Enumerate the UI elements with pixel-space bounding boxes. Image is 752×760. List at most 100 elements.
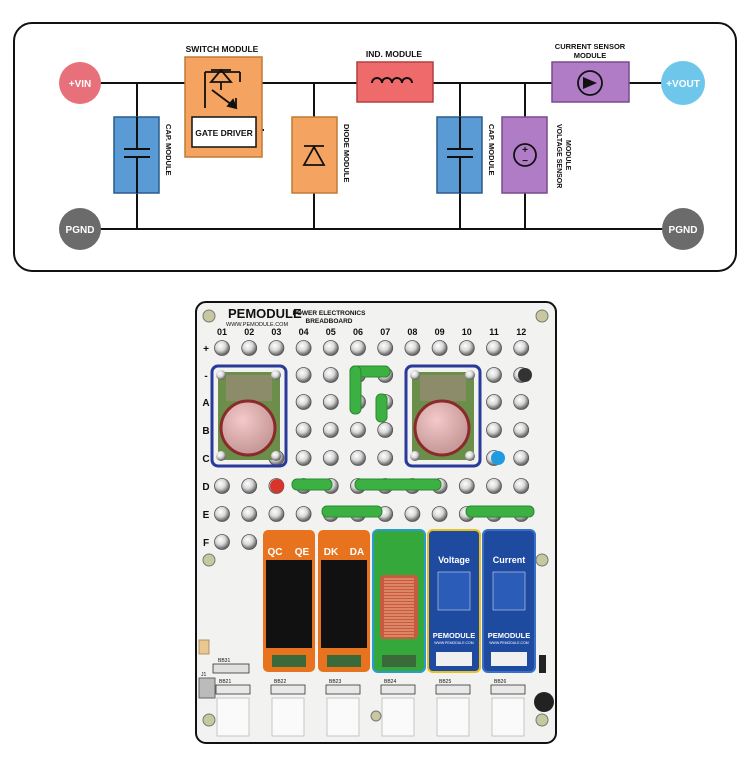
pin-10-0[interactable] (458, 340, 475, 356)
current-sensor-brand: PEMODULE (488, 631, 531, 640)
pin-05-1[interactable] (322, 367, 339, 383)
connector-socket-BB23 (326, 697, 360, 737)
pin-12-0[interactable] (513, 340, 530, 356)
pgnd-left-terminal (59, 208, 101, 250)
voltage-sensor-label-2: MODULE (564, 140, 571, 171)
gate-driver-label: GATE DRIVER (195, 128, 252, 138)
pin-02-6[interactable] (241, 506, 258, 522)
row-label-7: F (203, 538, 209, 549)
current-sensor-title-1: CURRENT SENSOR (555, 42, 626, 51)
pin-02-7[interactable] (241, 534, 258, 550)
switch-symbol (204, 68, 241, 110)
voltage-plus: + (522, 145, 528, 156)
pin-grid (214, 340, 530, 550)
pin-09-6[interactable] (431, 506, 448, 522)
jumper-5 (321, 505, 383, 518)
column-label-07: 07 (380, 327, 390, 337)
board-title-1: POWER ELECTRONICS (293, 310, 367, 317)
column-label-09: 09 (435, 327, 445, 337)
pin-04-4[interactable] (295, 450, 312, 466)
pin-11-5[interactable] (486, 478, 502, 494)
pin-05-4[interactable] (322, 450, 339, 466)
pin-08-0[interactable] (404, 340, 421, 356)
aux-connector: BB31 J1 (198, 639, 250, 699)
diode-module-label: DIODE MODULE (342, 124, 351, 182)
board-brand: PEMODULE (228, 306, 302, 321)
pin-11-1[interactable] (486, 367, 502, 383)
jumper-6 (465, 505, 535, 518)
pin-12-4[interactable] (513, 450, 530, 466)
pin-01-5[interactable] (214, 478, 230, 494)
connector-BB25[interactable] (435, 684, 471, 695)
column-label-05: 05 (326, 327, 336, 337)
voltage-sensor-web: WWW.PEMODULE.COM (434, 641, 474, 645)
pin-05-2[interactable] (322, 394, 339, 410)
jumper-4 (354, 478, 442, 491)
pin-06-4[interactable] (350, 450, 366, 466)
pin-03-0[interactable] (268, 340, 285, 356)
pin-11-2[interactable] (486, 394, 502, 410)
pin-06-0[interactable] (350, 340, 366, 356)
pin-01-0[interactable] (214, 340, 230, 356)
pin-07-3[interactable] (377, 422, 394, 438)
aux-connector-label: BB31 (218, 658, 230, 664)
pin-05-3[interactable] (322, 422, 339, 438)
pin-12-3[interactable] (513, 422, 530, 438)
pin-12-2[interactable] (513, 394, 530, 410)
connector-socket-BB22 (271, 697, 305, 737)
row-label-6: E (203, 510, 210, 521)
voltage-source-symbol (513, 143, 537, 167)
connector-BB22[interactable] (270, 684, 306, 695)
pin-04-0[interactable] (295, 340, 312, 356)
pin-09-0[interactable] (431, 340, 448, 356)
connector-socket-BB25 (436, 697, 470, 737)
pin-11-3[interactable] (486, 422, 502, 438)
column-label-03: 03 (271, 327, 281, 337)
gate-driver-box (191, 116, 257, 148)
pin-06-3[interactable] (350, 422, 366, 438)
inductor-module-title: IND. MODULE (366, 49, 423, 59)
pgnd-right-terminal (662, 208, 704, 250)
column-label-01: 01 (217, 327, 227, 337)
voltage-minus: − (522, 156, 528, 167)
cap-module-right-board (404, 364, 482, 468)
connector-BB26[interactable] (490, 684, 526, 695)
connector-BB23[interactable] (325, 684, 361, 695)
pin-02-0[interactable] (241, 340, 258, 356)
vout-label: +VOUT (666, 79, 700, 90)
row-label-2: A (202, 398, 209, 409)
voltage-sensor-brand: PEMODULE (433, 631, 476, 640)
pin-07-4[interactable] (377, 450, 394, 466)
inductor-coil (384, 578, 414, 637)
connector-label-BB23: BB23 (329, 679, 341, 685)
pin-03-6[interactable] (268, 506, 285, 522)
pin-04-6[interactable] (295, 506, 312, 522)
vin-label: +VIN (69, 79, 92, 90)
pin-08-6[interactable] (404, 506, 421, 522)
pin-11-0[interactable] (486, 340, 502, 356)
column-label-10: 10 (462, 327, 472, 337)
mounting-screws (202, 309, 549, 727)
pin-01-7[interactable] (214, 534, 230, 550)
connector-BB24[interactable] (380, 684, 416, 695)
pin-05-0[interactable] (322, 340, 339, 356)
pin-04-1[interactable] (295, 367, 312, 383)
current-sensor-web: WWW.PEMODULE.COM (489, 641, 529, 645)
pin-04-2[interactable] (295, 394, 312, 410)
pin-01-6[interactable] (214, 506, 230, 522)
pin-02-5[interactable] (241, 478, 258, 494)
cap-module-left-label: CAP. MODULE (164, 124, 173, 176)
row-label-3: B (202, 426, 209, 437)
pin-12-5[interactable] (513, 478, 530, 494)
voltage-label: Voltage (438, 555, 470, 565)
connector-label-BB22: BB22 (274, 679, 286, 685)
pin-10-5[interactable] (458, 478, 475, 494)
pin-label-qc: QC (268, 547, 283, 558)
pin-07-0[interactable] (377, 340, 394, 356)
jumpers (291, 365, 535, 518)
inductor-symbol (371, 77, 413, 84)
connector-BB21[interactable] (215, 684, 251, 695)
pin-04-3[interactable] (295, 422, 312, 438)
